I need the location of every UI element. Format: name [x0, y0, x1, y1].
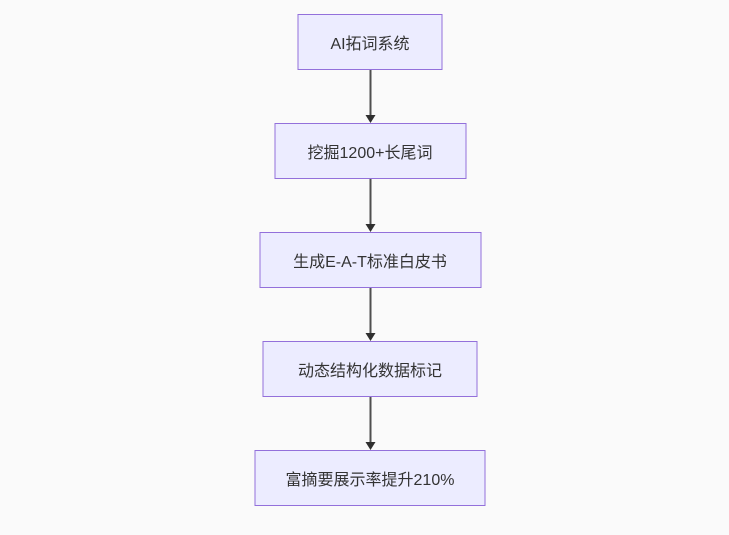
- arrow-line: [369, 288, 371, 333]
- arrow-line: [369, 179, 371, 224]
- flow-node-1: AI拓词系统: [297, 14, 443, 70]
- flow-edge-3: [365, 288, 375, 341]
- arrow-line: [369, 70, 371, 115]
- flowchart: AI拓词系统 挖掘1200+长尾词 生成E-A-T标准白皮书 动态结构化数据标记…: [254, 14, 486, 506]
- flow-node-4: 动态结构化数据标记: [262, 341, 478, 397]
- arrow-line: [369, 397, 371, 442]
- flow-edge-2: [365, 179, 375, 232]
- flow-node-5: 富摘要展示率提升210%: [254, 450, 486, 506]
- arrowhead-icon: [365, 333, 375, 341]
- flow-edge-4: [365, 397, 375, 450]
- flow-node-3: 生成E-A-T标准白皮书: [259, 232, 481, 288]
- flow-edge-1: [365, 70, 375, 123]
- arrowhead-icon: [365, 115, 375, 123]
- arrowhead-icon: [365, 224, 375, 232]
- flow-node-2: 挖掘1200+长尾词: [274, 123, 466, 179]
- arrowhead-icon: [365, 442, 375, 450]
